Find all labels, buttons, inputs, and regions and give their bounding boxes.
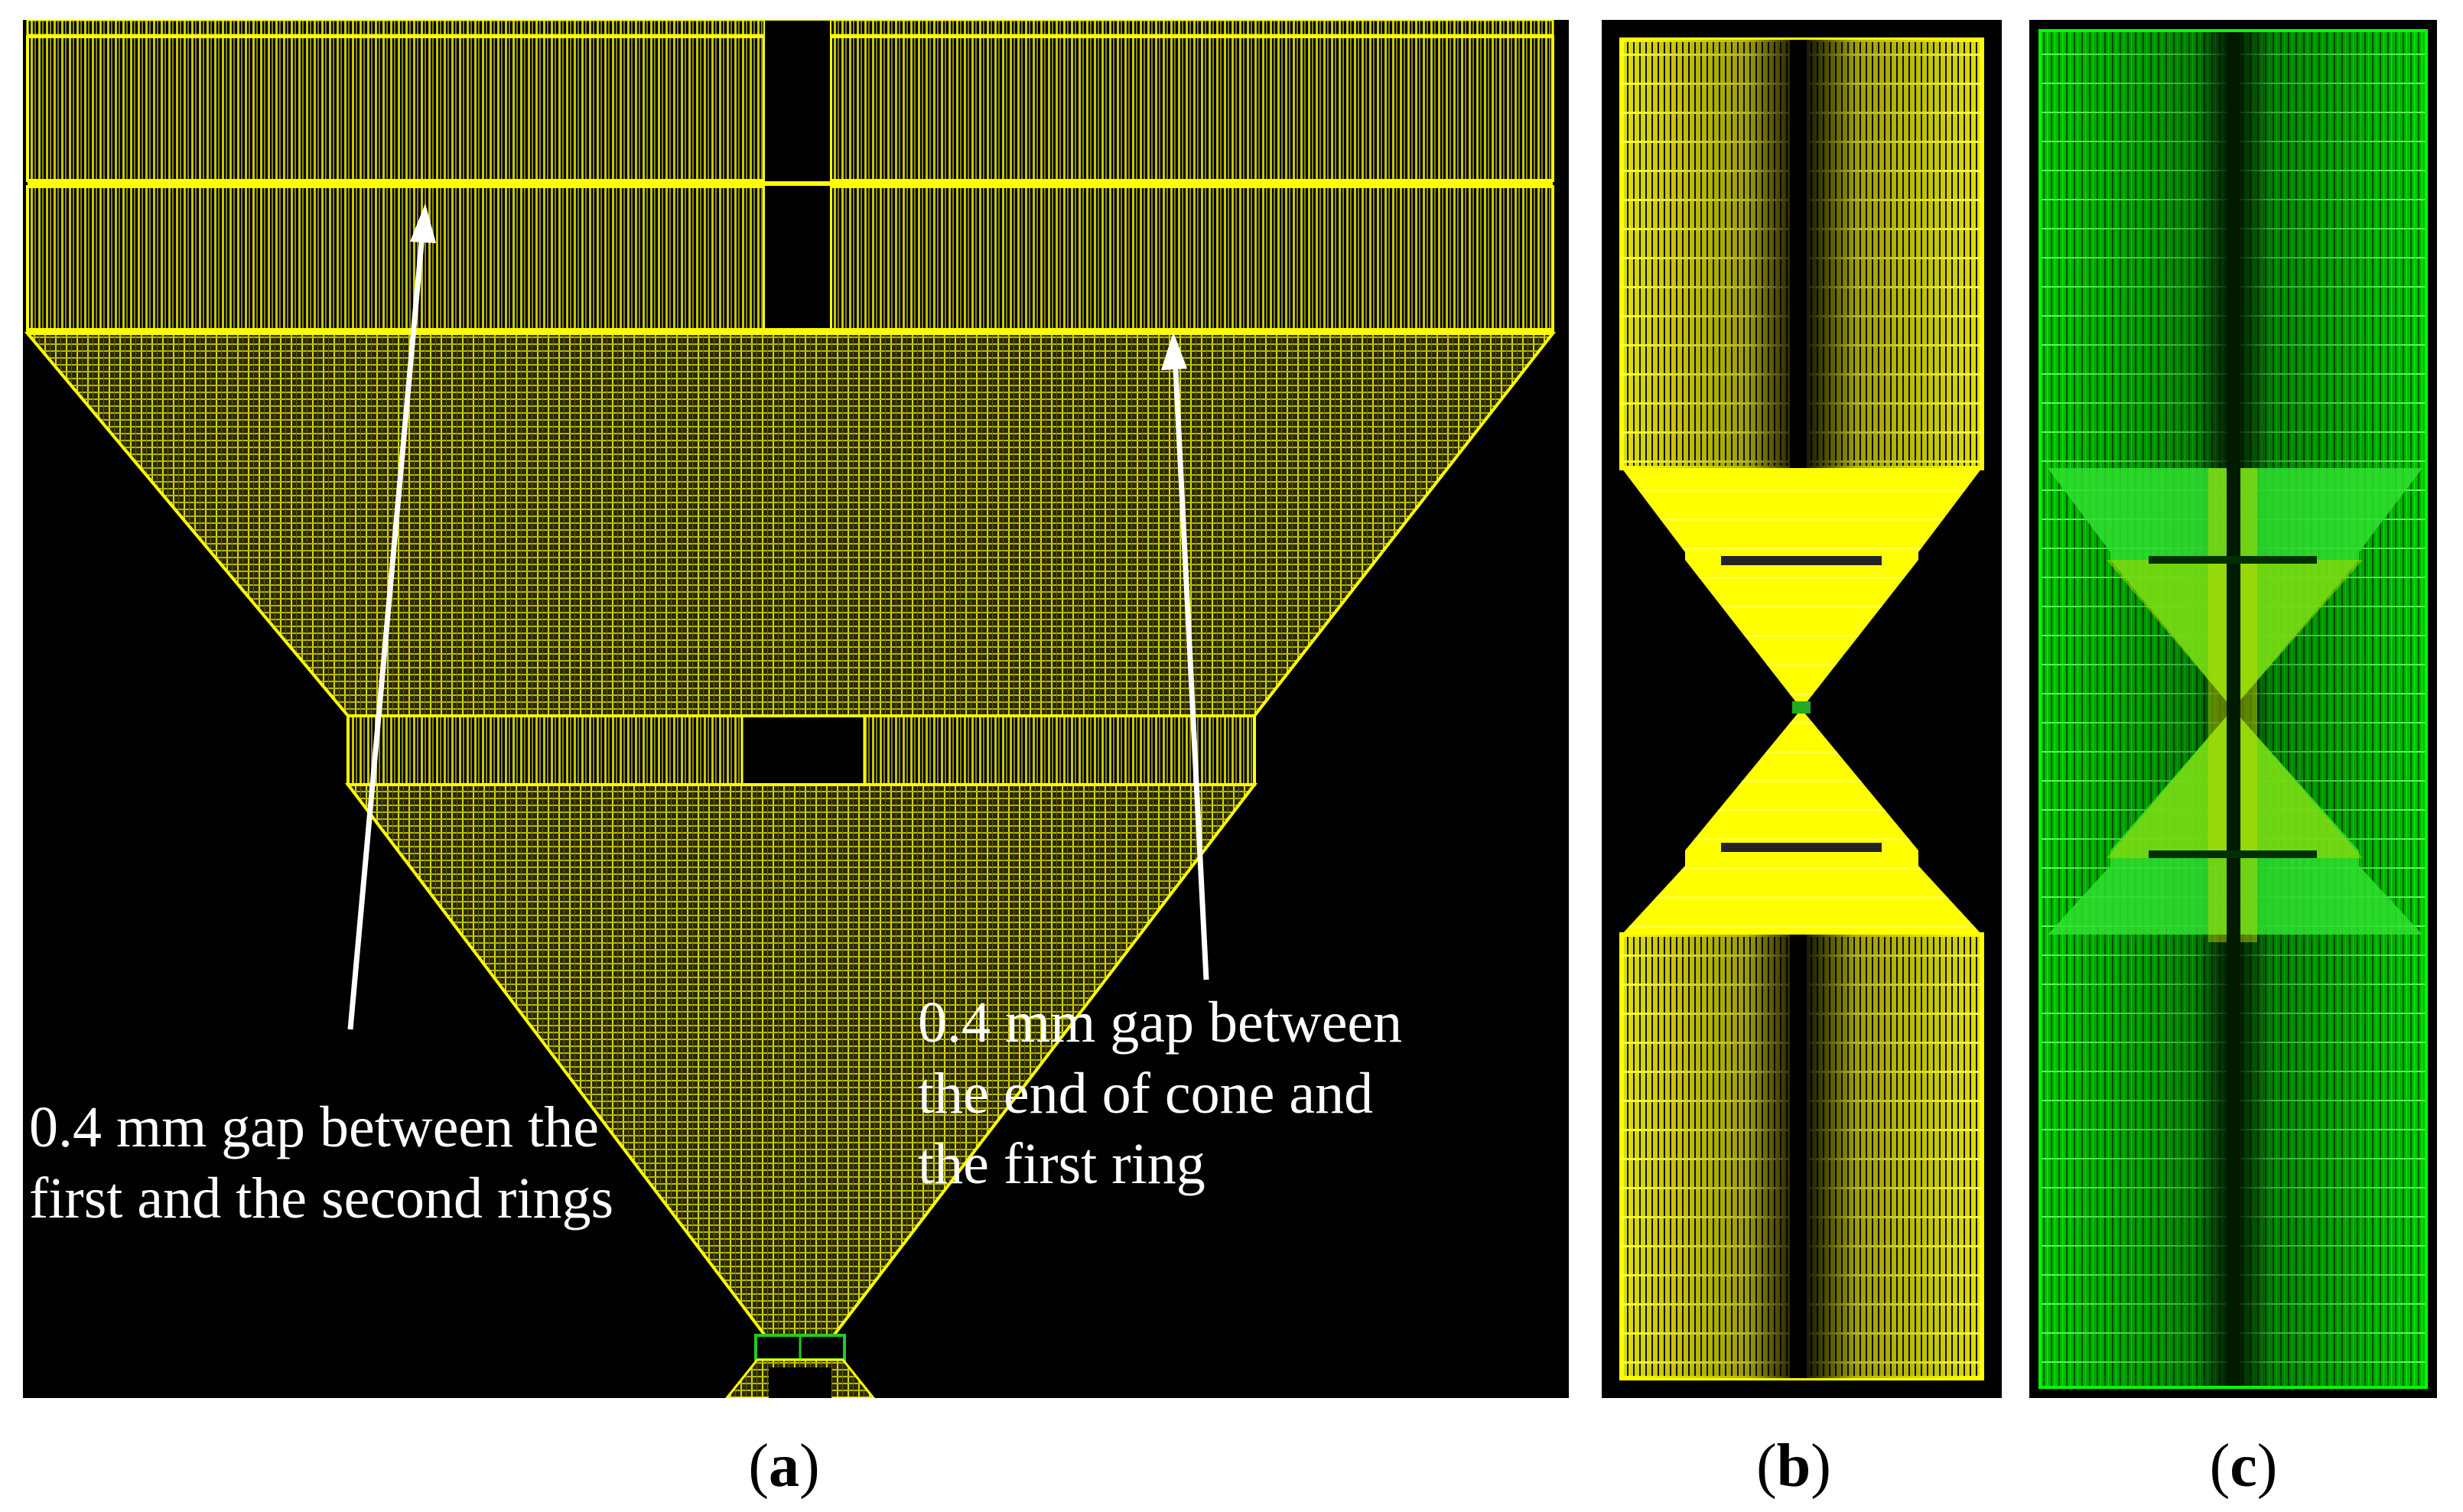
caption-c: (c): [2209, 1432, 2278, 1500]
mesh-c-svg: [2038, 29, 2428, 1389]
ring-stack-top: [26, 20, 1554, 334]
annotation-cone-gap: 0.4 mm gap between the end of cone and t…: [918, 990, 1403, 1197]
panel-a-mesh-closeup: 0.4 mm gap between the first and the sec…: [23, 20, 1569, 1398]
arrow-left: [347, 203, 436, 1030]
panel-b-full-geometry: [1602, 20, 2002, 1398]
caption-b: (b): [1756, 1432, 1831, 1500]
source-region: [725, 1334, 875, 1398]
annotation-ring-gap: 0.4 mm gap between the first and the sec…: [29, 1095, 614, 1231]
geometry-b: [1619, 37, 1984, 1380]
caption-a: (a): [748, 1432, 820, 1500]
cone-mesh: [24, 332, 1557, 1337]
mesh-a-svg: [24, 20, 1557, 1398]
mesh-b-svg: [1619, 37, 1984, 1380]
geometry-c: [2038, 29, 2428, 1389]
panel-c-full-geometry: [2029, 20, 2437, 1398]
arrow-right: [1161, 332, 1209, 980]
